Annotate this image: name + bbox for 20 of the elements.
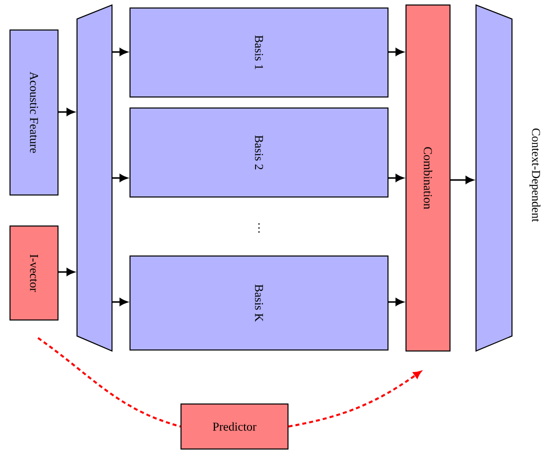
arrow [112,298,128,306]
side-label: Context-Dependent [530,128,540,222]
arrow [112,48,128,56]
process-box: Acoustic Feature [10,30,58,196]
ellipsis: … [258,223,260,233]
arrow [388,48,404,56]
process-box: Combination [406,4,450,352]
arrow [388,174,404,182]
arrow [388,298,404,306]
arrow [112,174,128,182]
process-box: I-vector [10,226,58,320]
process-box: Basis 2 [130,108,388,198]
arrow [450,176,474,184]
process-box: Predictor [180,404,288,450]
layer-shape [76,4,112,352]
process-box: Basis 1 [130,8,388,98]
arrow [288,371,422,428]
process-box: Basis K [130,256,388,350]
arrow [58,268,75,276]
arrow [58,108,75,116]
